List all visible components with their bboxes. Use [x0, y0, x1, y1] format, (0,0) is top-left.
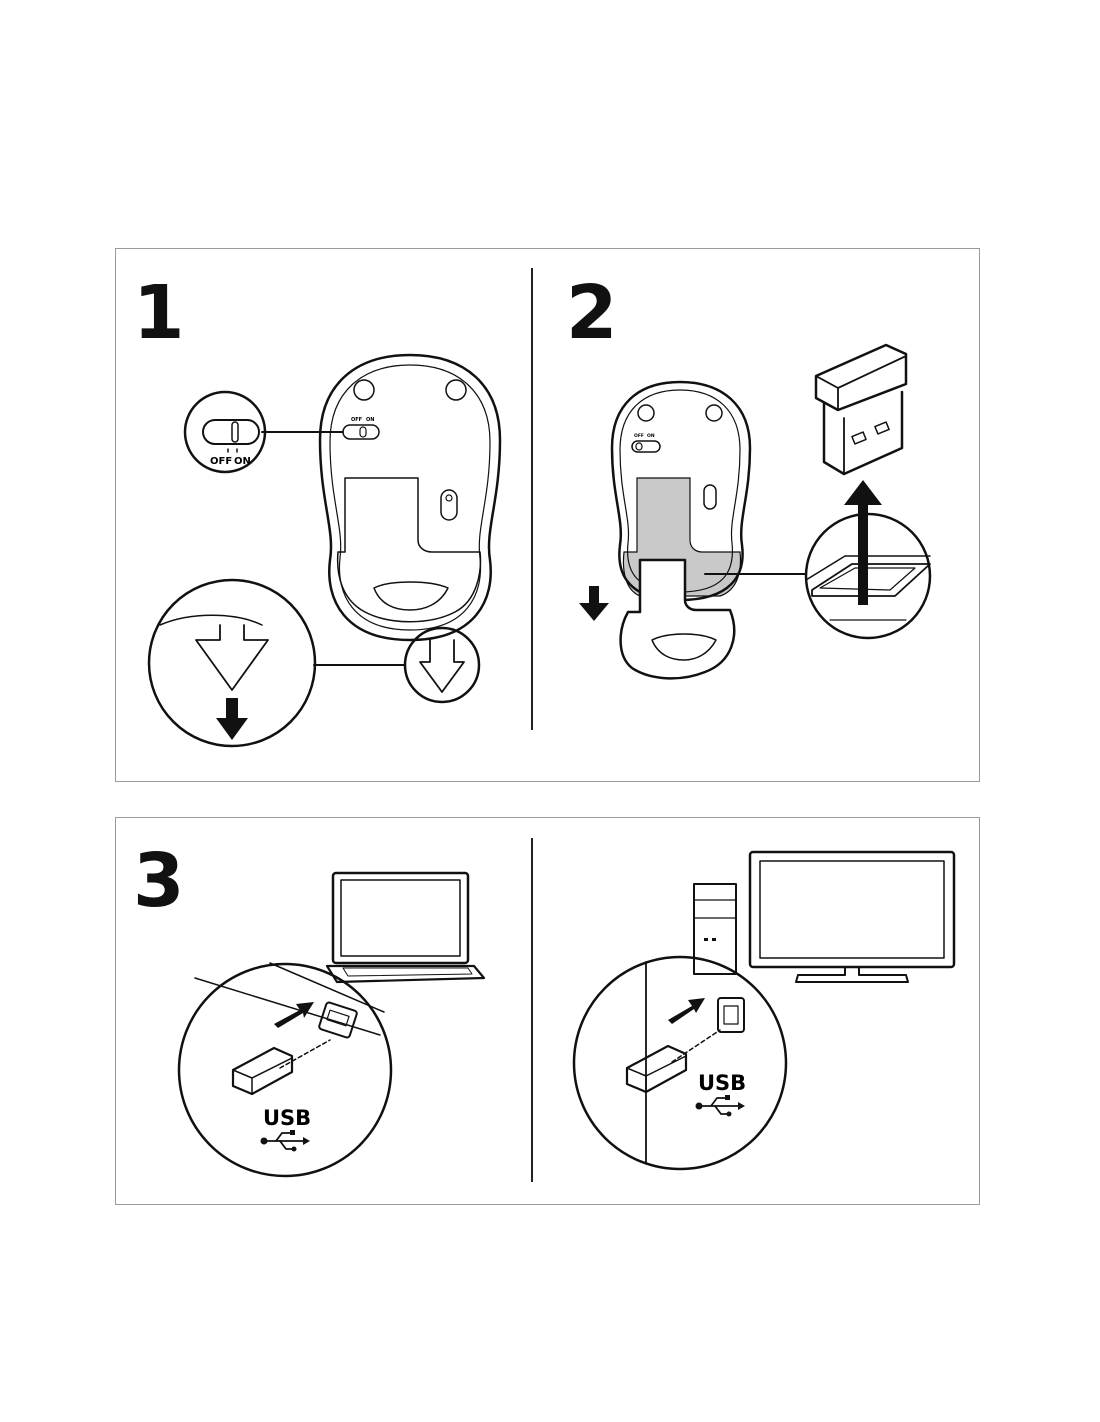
desktop-usb-label: USB: [698, 1071, 746, 1095]
usb-dongle-laptop: [231, 1046, 294, 1096]
mouse2-switch-on-label: ON: [647, 433, 655, 439]
usb-dongle-desktop: [625, 1044, 688, 1094]
panel-divider-top: [531, 268, 533, 730]
finger-grip: [373, 581, 449, 611]
arrow-insert-icon: [668, 998, 705, 1024]
mouse-body-outer: [318, 353, 502, 642]
tab-zoom-circle: [147, 578, 317, 748]
switch-zoom-circle: [183, 390, 267, 474]
battery-cover: [336, 477, 482, 623]
cover-grip: [651, 633, 717, 661]
laptop-screen: [331, 871, 470, 965]
usb-receiver: [814, 343, 908, 412]
mouse-switch-on-label: ON: [366, 417, 374, 423]
step-3-panel: [115, 817, 980, 1205]
panel-divider-bottom: [531, 838, 533, 1182]
step-number-1: 1: [133, 270, 184, 356]
monitor-stand: [795, 966, 909, 983]
laptop-usb-port: [318, 1001, 358, 1039]
arrow-down-icon: [216, 698, 248, 740]
desktop-usb-port: [717, 997, 745, 1033]
arrow-down-icon: [579, 586, 609, 621]
arrow-up-icon: [844, 480, 882, 605]
monitor-screen: [748, 850, 956, 969]
laptop-port-zoom: [177, 962, 393, 1178]
desktop-port-zoom: [572, 955, 788, 1171]
arrow-insert-icon: [274, 1002, 314, 1028]
step-number-3: 3: [133, 838, 184, 924]
usb-symbol-icon: [262, 1132, 304, 1150]
mouse2-switch-off-label: OFF: [634, 433, 644, 439]
mouse-switch-off-label: OFF: [351, 417, 362, 423]
removed-cover: [619, 558, 736, 680]
switch-on-label: ON: [234, 456, 251, 467]
step-number-2: 2: [566, 270, 617, 356]
desktop-tower: [693, 883, 737, 975]
usb-symbol-icon: [697, 1097, 739, 1115]
switch-off-label: OFF: [210, 456, 232, 467]
steps-1-2-panel: [115, 248, 980, 782]
mouse-body-inner: [329, 364, 491, 631]
laptop-usb-label: USB: [263, 1106, 311, 1130]
